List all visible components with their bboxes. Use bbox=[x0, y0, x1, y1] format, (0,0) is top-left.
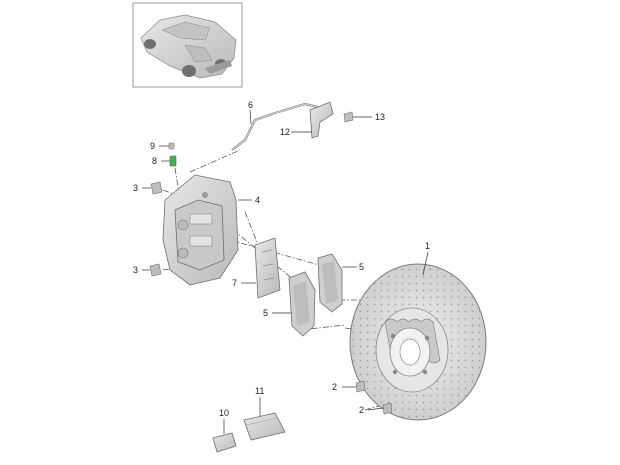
callout-4[interactable]: 4 bbox=[238, 195, 260, 205]
car-thumbnail[interactable] bbox=[132, 2, 243, 88]
callout-9[interactable]: 9 bbox=[150, 141, 169, 151]
paste-tube bbox=[243, 412, 286, 441]
svg-text:8: 8 bbox=[152, 156, 157, 166]
svg-text:12: 12 bbox=[280, 127, 290, 137]
callout-8[interactable]: 8 bbox=[152, 156, 170, 166]
callout-10[interactable]: 10 bbox=[219, 408, 229, 434]
pad-retaining-plate bbox=[254, 237, 281, 299]
svg-text:9: 9 bbox=[150, 141, 155, 151]
callout-3-upper[interactable]: 3 bbox=[133, 183, 151, 193]
brake-caliper bbox=[162, 174, 239, 286]
callout-1[interactable]: 1 bbox=[422, 241, 430, 276]
callout-13[interactable]: 13 bbox=[353, 112, 385, 122]
callout-3-lower[interactable]: 3 bbox=[133, 265, 150, 275]
svg-text:11: 11 bbox=[255, 386, 264, 396]
wear-sensor-cable bbox=[231, 102, 323, 151]
callout-12[interactable]: 12 bbox=[280, 127, 312, 137]
callout-6[interactable]: 6 bbox=[248, 100, 253, 125]
bleed-cap bbox=[168, 142, 175, 150]
sensor-bracket bbox=[309, 101, 334, 139]
bracket-screw bbox=[343, 111, 354, 123]
callout-2-lower[interactable]: 2 bbox=[359, 405, 384, 415]
callout-11[interactable]: 11 bbox=[255, 386, 264, 416]
svg-text:7: 7 bbox=[232, 278, 237, 288]
brake-disc bbox=[349, 263, 487, 421]
disc-screw-upper bbox=[355, 380, 366, 393]
callout-2-upper[interactable]: 2 bbox=[332, 382, 356, 392]
callouts: 1 2 2 3 3 4 5 5 bbox=[133, 100, 430, 434]
svg-text:6: 6 bbox=[248, 100, 253, 110]
svg-text:2: 2 bbox=[359, 405, 364, 415]
svg-text:5: 5 bbox=[263, 308, 268, 318]
svg-text:4: 4 bbox=[255, 195, 260, 205]
caliper-bolt-lower bbox=[149, 263, 162, 277]
brake-pad-inner bbox=[288, 271, 316, 337]
svg-text:2: 2 bbox=[332, 382, 337, 392]
svg-text:1: 1 bbox=[425, 241, 430, 251]
svg-text:10: 10 bbox=[219, 408, 229, 418]
svg-text:3: 3 bbox=[133, 265, 138, 275]
caliper-bolt-upper bbox=[150, 181, 163, 195]
callout-5-inner[interactable]: 5 bbox=[263, 308, 291, 318]
svg-text:3: 3 bbox=[133, 183, 138, 193]
bleed-valve bbox=[169, 155, 177, 167]
svg-text:13: 13 bbox=[375, 112, 385, 122]
callout-5-outer[interactable]: 5 bbox=[342, 262, 364, 272]
svg-text:5: 5 bbox=[359, 262, 364, 272]
car-thumbnail-icon bbox=[140, 14, 237, 79]
grease-tube bbox=[212, 432, 237, 453]
disc-screw-lower bbox=[382, 402, 393, 415]
brake-pad-outer bbox=[317, 253, 343, 313]
callout-7[interactable]: 7 bbox=[232, 278, 256, 288]
